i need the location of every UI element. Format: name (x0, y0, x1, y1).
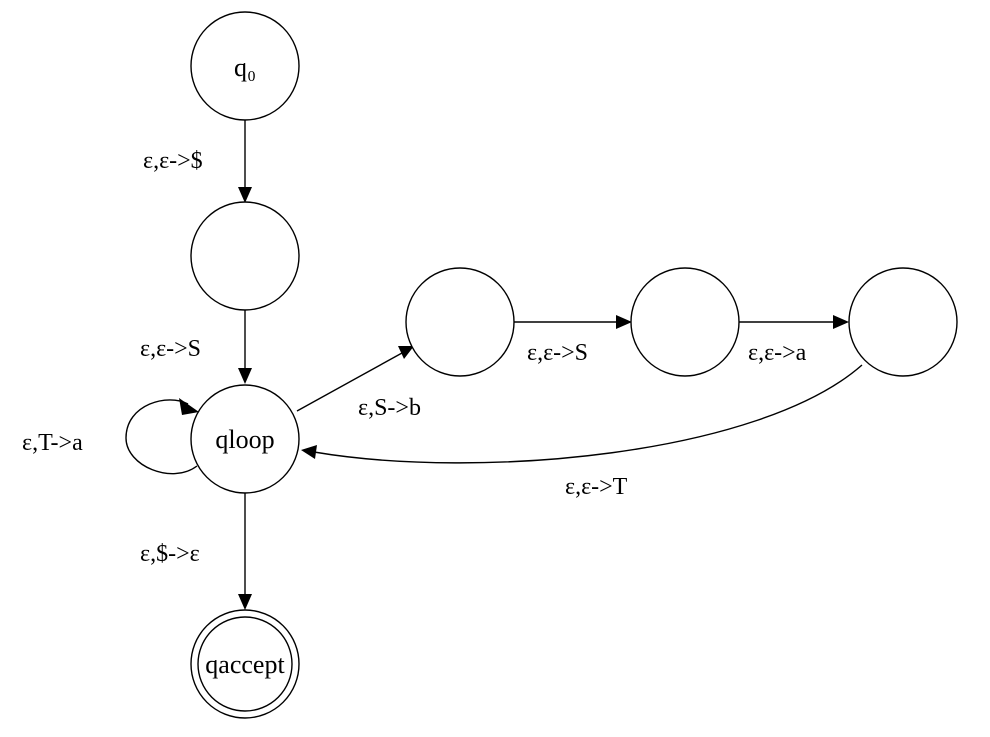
state-qloop: qloop (190, 384, 300, 494)
arrowhead-q0-q1 (238, 187, 252, 203)
state-r2 (630, 267, 740, 377)
label-qloop-qaccept: ε,$->ε (140, 541, 200, 567)
state-qaccept-label: qaccept (205, 650, 285, 679)
state-r3 (848, 267, 958, 377)
edges (125, 120, 863, 610)
label-r2-r3: ε,ε->a (748, 340, 807, 366)
state-qloop-label: qloop (215, 425, 274, 454)
state-q0: q₀ (190, 11, 300, 121)
state-q1 (190, 201, 300, 311)
states: q₀ qloop qaccept (190, 11, 958, 719)
arrowhead-r1-r2 (616, 315, 632, 329)
state-q0-circle (190, 11, 300, 121)
edge-qloop-self (125, 399, 198, 475)
state-r1 (405, 267, 515, 377)
arrowhead-r3-qloop (301, 445, 317, 459)
state-qaccept-inner-circle (197, 616, 293, 712)
label-qloop-self: ε,T->a (22, 430, 83, 456)
state-r1-circle (405, 267, 515, 377)
state-q0-label: q₀ (234, 53, 256, 82)
state-r2-circle (630, 267, 740, 377)
state-q1-circle (190, 201, 300, 311)
edge-labels: ε,ε->$ ε,ε->S ε,T->a ε,S->b ε,ε->S ε,ε->… (22, 148, 807, 567)
arrowhead-qloop-qaccept (238, 594, 252, 610)
state-qaccept: qaccept (190, 609, 300, 719)
arrowhead-r2-r3 (833, 315, 849, 329)
arrowhead-q1-qloop (238, 368, 252, 384)
state-r3-circle (848, 267, 958, 377)
label-r1-r2: ε,ε->S (527, 340, 588, 366)
label-qloop-r1: ε,S->b (358, 395, 421, 421)
label-r3-qloop: ε,ε->T (565, 474, 628, 500)
state-qloop-circle (190, 384, 300, 494)
arrowhead-qloop-self (179, 398, 199, 415)
label-q0-q1: ε,ε->$ (143, 148, 203, 174)
label-q1-qloop: ε,ε->S (140, 336, 201, 362)
edge-qloop-r1 (296, 352, 403, 412)
edge-r3-qloop (313, 364, 863, 464)
arrowhead-qloop-r1 (398, 346, 414, 359)
